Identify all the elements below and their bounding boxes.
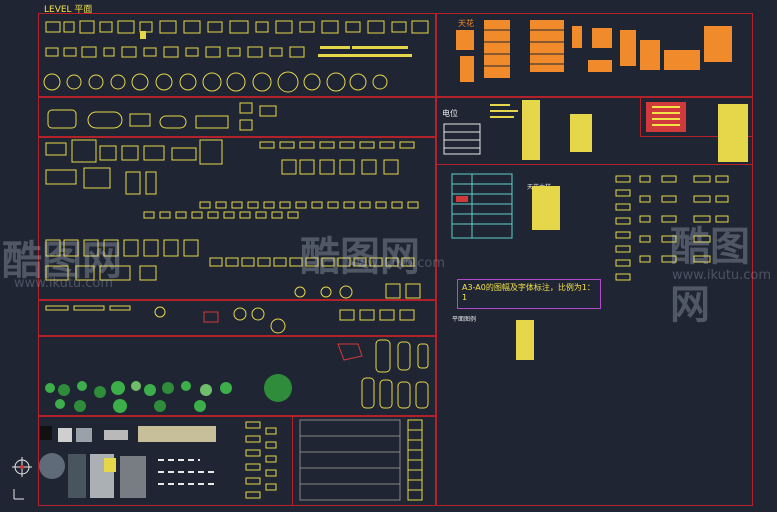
scale-note-box[interactable]: A3-A0的图幅及字体标注，比例为1：1	[457, 279, 601, 309]
appliance-row	[45, 305, 415, 334]
watermark-brand-2: 酷图网	[300, 234, 420, 280]
hatch-lines	[158, 459, 214, 485]
fittings-column	[245, 421, 277, 499]
scale-note-text: A3-A0的图幅及字体标注，比例为1：1	[462, 283, 595, 302]
section-ceiling	[436, 13, 753, 97]
yellow-bars	[140, 31, 748, 360]
section-furniture-mid	[38, 137, 436, 300]
material-swatches	[39, 426, 216, 498]
section-furniture-top	[38, 13, 436, 97]
compass-icon[interactable]	[11, 455, 33, 483]
watermark-brand-1: 酷图网	[2, 238, 122, 284]
ceiling-orange-blocks	[456, 20, 732, 82]
electrical-label: 电位	[442, 109, 458, 118]
section-plants	[38, 336, 436, 416]
level-title: LEVEL 平面	[44, 5, 93, 15]
tiny-heading-2: 平面图例	[452, 316, 477, 323]
electrical-legend-blocks	[443, 102, 686, 155]
ceiling-orange-lines	[484, 29, 564, 67]
red-drawing	[203, 311, 363, 361]
ucs-axis-icon	[12, 486, 26, 505]
stair-drawing	[299, 419, 423, 501]
section-appliances	[38, 300, 436, 336]
bathroom-fixtures	[361, 339, 429, 409]
section-electrical-legend	[640, 97, 753, 137]
small-blocks-mid	[143, 141, 421, 299]
watermark-brand-3: 酷图网	[670, 224, 750, 328]
ceiling-label: 天花	[458, 19, 474, 28]
dining-tables	[47, 102, 277, 131]
section-tables	[38, 97, 436, 137]
chair-row-1	[45, 20, 429, 34]
watermark-url-3: www.ikutu.com	[672, 268, 772, 283]
section-stairs	[292, 416, 436, 506]
plant-symbols	[45, 374, 292, 413]
cyan-table	[451, 173, 513, 239]
ceiling-detail-columns	[615, 175, 729, 281]
chair-row-2	[45, 46, 305, 58]
watermark-url-2: www.ikutu.com	[346, 256, 446, 271]
round-tables	[43, 71, 388, 93]
sofa-clusters	[45, 139, 223, 281]
watermark-url-1: www.ikutu.com	[14, 276, 114, 291]
